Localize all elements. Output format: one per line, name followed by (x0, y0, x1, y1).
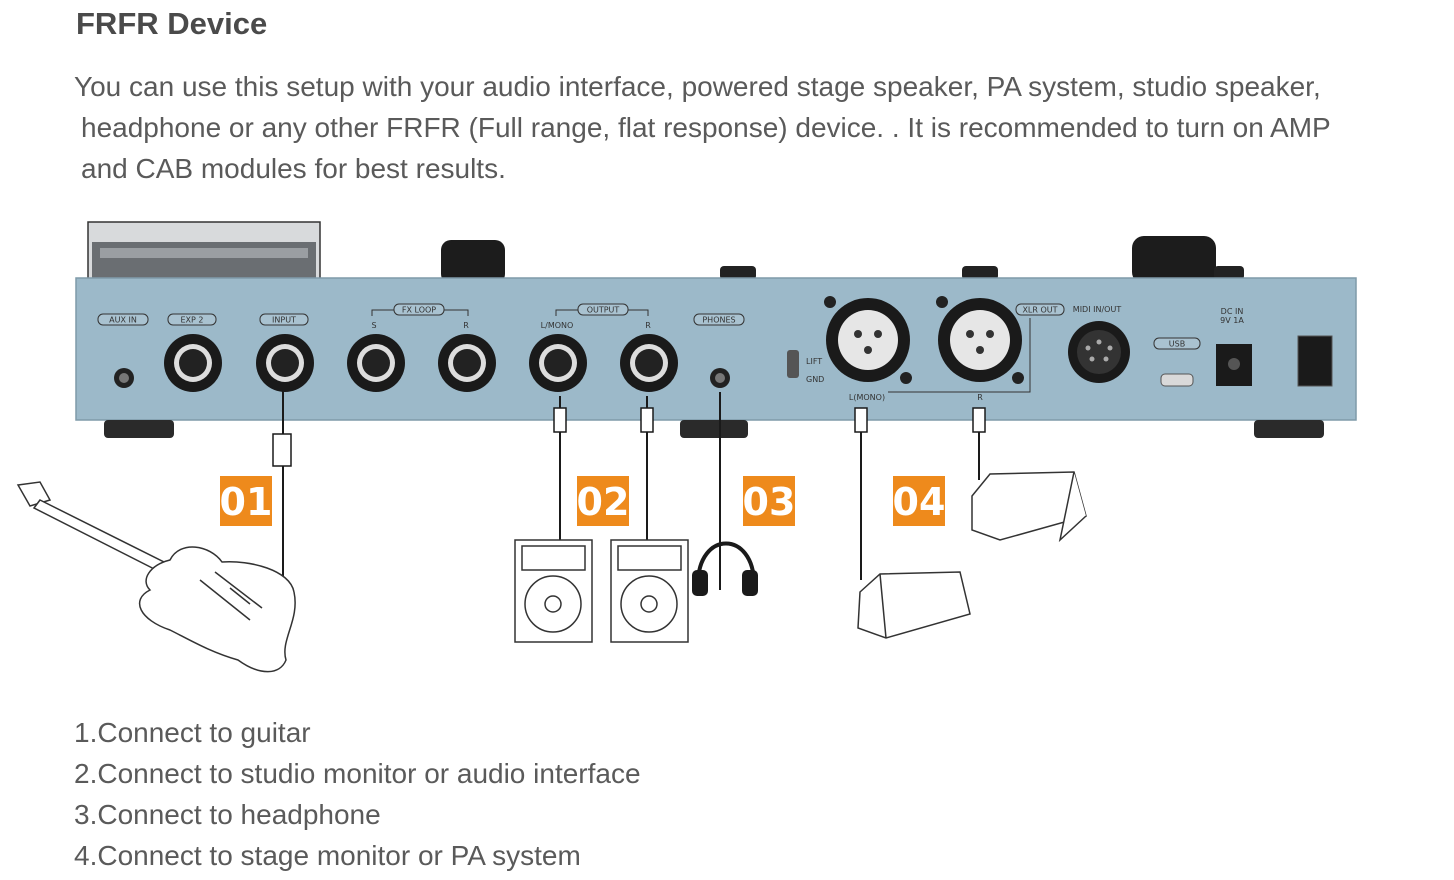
phones-jack (710, 368, 730, 388)
aux-in-jack (114, 368, 134, 388)
svg-text:PHONES: PHONES (702, 316, 735, 325)
label-xlr-out: XLR OUT L(MONO) R (849, 303, 1065, 402)
intro-line: headphone or any other FRFR (Full range,… (81, 112, 1331, 143)
label-output: OUTPUT L/MONO R (541, 303, 651, 330)
svg-text:FX LOOP: FX LOOP (402, 306, 436, 315)
studio-monitor-icon (514, 539, 593, 643)
exp2-jack (164, 334, 222, 392)
device-feet (104, 420, 1324, 438)
step-badge-01: 01 (220, 476, 273, 526)
expression-pedal (87, 221, 321, 281)
svg-text:LIFT: LIFT (806, 357, 822, 366)
label-usb: USB (1153, 337, 1201, 350)
label-midi: MIDI IN/OUT (1073, 305, 1122, 314)
label-exp2: EXP 2 (167, 313, 217, 326)
svg-text:03: 03 (743, 480, 796, 524)
svg-text:INPUT: INPUT (272, 316, 296, 325)
connection-diagram: AUX IN EXP 2 INPUT FX LOOP S R OUTPUT L/… (16, 221, 1357, 673)
svg-text:AUX IN: AUX IN (109, 316, 137, 325)
step-item: 1.Connect to guitar (74, 717, 311, 748)
step-item: 2.Connect to studio monitor or audio int… (74, 758, 641, 789)
intro-line: and CAB modules for best results. (81, 153, 506, 184)
intro-paragraph: You can use this setup with your audio i… (74, 66, 1444, 189)
intro-line: You can use this setup with your audio i… (74, 71, 1321, 102)
cables (272, 390, 986, 590)
svg-text:OUTPUT: OUTPUT (587, 306, 620, 315)
svg-text:XLR OUT: XLR OUT (1022, 306, 1057, 315)
svg-text:GND: GND (806, 375, 824, 384)
svg-text:R: R (645, 321, 651, 330)
svg-text:USB: USB (1169, 340, 1185, 349)
step-badge-03: 03 (743, 476, 796, 526)
svg-text:DC IN: DC IN (1221, 307, 1244, 316)
svg-text:S: S (371, 321, 376, 330)
midi-connector (1068, 321, 1130, 383)
fx-send-jack (347, 334, 405, 392)
dc-in-jack (1216, 344, 1252, 386)
svg-text:EXP 2: EXP 2 (181, 316, 204, 325)
svg-text:9V 1A: 9V 1A (1220, 316, 1244, 325)
stage-monitor-icon (857, 571, 971, 639)
guitar-icon (16, 481, 296, 673)
output-right-jack (620, 334, 678, 392)
svg-text:L/MONO: L/MONO (541, 321, 574, 330)
svg-text:R: R (977, 393, 983, 402)
label-phones: PHONES (693, 313, 745, 326)
xlr-left-connector (824, 296, 912, 384)
label-aux-in: AUX IN (97, 313, 149, 326)
svg-text:01: 01 (220, 480, 273, 524)
input-jack (256, 334, 314, 392)
fx-return-jack (438, 334, 496, 392)
step-badge-04: 04 (893, 476, 946, 526)
power-switch (1297, 335, 1333, 387)
step-badge-02: 02 (577, 476, 630, 526)
step-item: 4.Connect to stage monitor or PA system (74, 840, 581, 871)
section-title: FRFR Device (76, 6, 268, 41)
svg-text:R: R (463, 321, 469, 330)
svg-text:04: 04 (893, 480, 946, 524)
svg-text:L(MONO): L(MONO) (849, 393, 885, 402)
studio-monitor-icon (610, 539, 689, 643)
step-item: 3.Connect to headphone (74, 799, 381, 830)
usb-port (1160, 373, 1194, 387)
top-knobs (441, 236, 1244, 284)
ground-lift-switch: LIFT GND (787, 350, 824, 384)
label-dc-in: DC IN 9V 1A (1220, 307, 1244, 325)
label-fx-loop: FX LOOP S R (371, 303, 469, 330)
steps-list: 1.Connect to guitar 2.Connect to studio … (74, 712, 641, 876)
stage-monitor-icon (971, 471, 1087, 543)
label-input: INPUT (259, 313, 309, 326)
jack-row (164, 334, 678, 392)
xlr-right-connector (936, 296, 1024, 384)
svg-text:02: 02 (577, 480, 630, 524)
output-left-jack (529, 334, 587, 392)
headphones-icon (692, 541, 758, 596)
